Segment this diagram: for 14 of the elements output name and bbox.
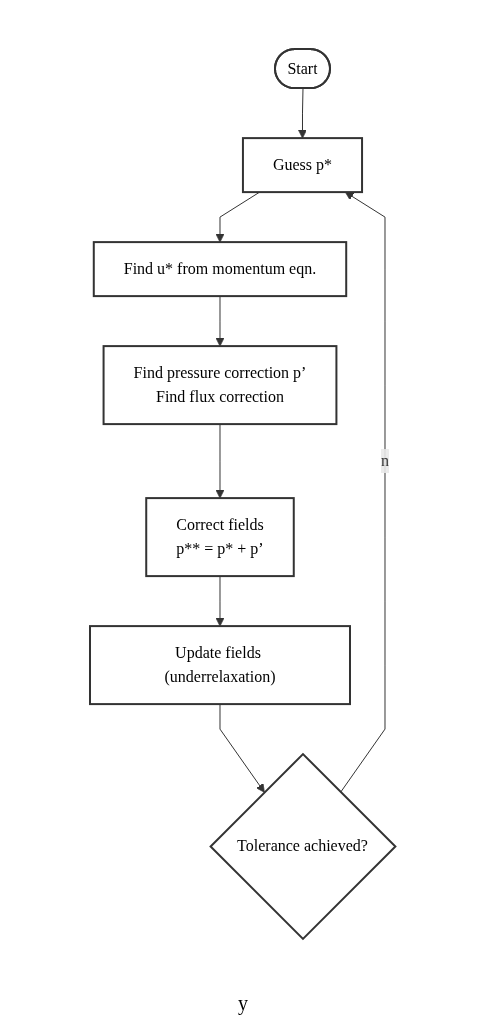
arrow [219, 703, 266, 793]
node-diamond: Tolerance achieved? [209, 752, 398, 941]
arrow [340, 191, 386, 793]
arrow [215, 423, 225, 499]
node-box: Update fields (underrelaxation) [89, 625, 352, 706]
node-box: Find pressure correction p’ Find flux correction [102, 345, 338, 426]
arrow [215, 575, 225, 627]
node-box: Correct fields p** = p* + p’ [145, 497, 296, 578]
branch-label: y [238, 992, 248, 1014]
arrow [215, 295, 225, 347]
arrow [298, 88, 308, 139]
edge-label: n [381, 452, 390, 470]
node-box: Guess p* [242, 137, 364, 194]
node-box: Find u* from momentum eqn. [93, 241, 348, 298]
